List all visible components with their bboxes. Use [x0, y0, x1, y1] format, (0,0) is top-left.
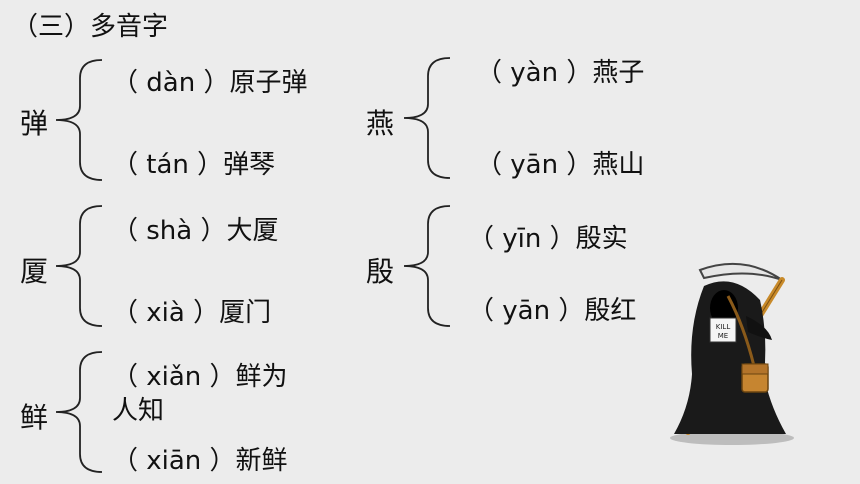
grim-reaper-illustration: KILL ME: [670, 262, 794, 445]
reading-dan: （ dàn ）原子弹: [112, 68, 308, 98]
brace: [403, 205, 451, 327]
reading-tan: （ tán ）弹琴: [112, 150, 276, 180]
polyphone-char-xian: 鲜: [20, 401, 49, 434]
reading-xian3: （ xiǎn ）鲜为: [112, 362, 288, 392]
polyphone-char-sha: 厦: [20, 255, 49, 288]
section-title: （三）多音字: [12, 12, 169, 42]
svg-text:ME: ME: [718, 332, 728, 340]
brace: [55, 205, 103, 327]
brace: [403, 57, 451, 179]
polyphone-char-yan: 燕: [366, 107, 395, 140]
reading-yan1-red: （ yān ）殷红: [468, 296, 637, 326]
reading-sha: （ shà ）大厦: [112, 216, 279, 246]
kill-me-sign: [709, 317, 737, 343]
reading-yan1: （ yān ）燕山: [476, 150, 645, 180]
brace: [55, 59, 103, 181]
polyphone-char-dan: 弹: [20, 107, 49, 140]
reading-xian1: （ xiān ）新鲜: [112, 446, 288, 476]
reading-yin: （ yīn ）殷实: [468, 224, 628, 254]
reading-xia: （ xià ）厦门: [112, 298, 272, 328]
sign-text: KILL: [716, 323, 731, 331]
brace: [55, 351, 103, 473]
polyphone-char-yin: 殷: [366, 255, 395, 288]
reading-xian3-continued: 人知: [112, 396, 165, 426]
reading-yan4: （ yàn ）燕子: [476, 58, 645, 88]
